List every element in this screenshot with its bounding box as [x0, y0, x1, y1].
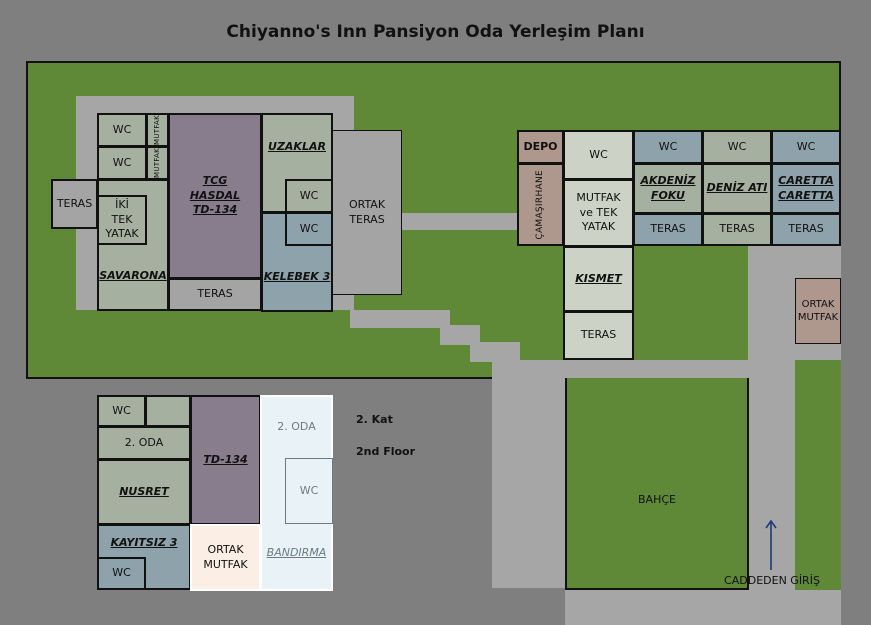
teras-caretta: TERAS: [771, 213, 841, 246]
bottom-walkway: [565, 590, 841, 625]
garden-label: BAHÇE: [638, 493, 676, 506]
room-deniz-ati: DENİZ ATI: [702, 163, 772, 214]
wc-deniz: WC: [702, 130, 772, 164]
walkway-diagonal-3: [470, 342, 520, 362]
plan-title: Chiyanno's Inn Pansiyon Oda Yerleşim Pla…: [226, 22, 645, 42]
garden-right-strip: [795, 360, 841, 590]
wc-bandirma: WC: [285, 458, 333, 524]
wc-kayitsiz: WC: [97, 557, 146, 590]
wc-caretta: WC: [771, 130, 841, 164]
room-caretta-caretta: CARETTA CARETTA: [771, 163, 841, 214]
mutfak-small-2: MUTFAK: [146, 146, 169, 180]
camasirhane: ÇAMAŞIRHANE: [517, 163, 564, 246]
floor-label-en: 2nd Floor: [356, 445, 416, 458]
teras-akdeniz: TERAS: [633, 213, 703, 246]
wc-akdeniz: WC: [633, 130, 703, 164]
iki-tek-yatak: İKİ TEK YATAK: [97, 195, 147, 245]
wc-uzaklar: WC: [285, 179, 333, 213]
room-nusret: NUSRET: [97, 459, 191, 525]
walkway-diagonal-2: [440, 325, 480, 345]
depo: DEPO: [517, 130, 564, 164]
teras-deniz: TERAS: [702, 213, 772, 246]
wc-kelebek: WC: [285, 212, 333, 246]
room-kismet: KISMET: [563, 246, 634, 312]
entrance-label: CADDEDEN GİRİŞ: [724, 574, 820, 587]
oda2-bandirma: 2. ODA: [277, 420, 316, 433]
teras-tcg: TERAS: [168, 278, 262, 311]
entrance-arrow-icon: [765, 519, 777, 570]
ortak-mutfak-right: ORTAK MUTFAK: [795, 278, 841, 344]
teras-left: TERAS: [51, 179, 98, 229]
walkway-connector: [400, 213, 518, 230]
room-td-134: TD-134: [190, 395, 261, 525]
room-wc-1: WC: [97, 113, 147, 147]
floor-label-tr: 2. Kat: [356, 413, 393, 426]
wc-nusret: WC: [97, 395, 146, 427]
walkway-diagonal-1: [350, 310, 450, 328]
room-tcg-hasdal: TCG HASDAL TD-134: [168, 113, 262, 279]
ortak-mutfak-bottom: ORTAK MUTFAK: [190, 524, 261, 591]
lower-walkway: [492, 378, 567, 588]
garden-bahce: [565, 378, 749, 590]
oda2-nusret: 2. ODA: [97, 426, 191, 460]
nusret-top-right: [145, 395, 191, 427]
wc-kismet: WC: [563, 130, 634, 180]
entrance-walkway: [749, 378, 795, 590]
room-wc-2: WC: [97, 146, 147, 180]
ortak-teras: ORTAK TERAS: [332, 130, 402, 295]
room-akdeniz-foku: AKDENİZ FOKU: [633, 163, 703, 214]
mutfak-ve-tek-yatak: MUTFAK ve TEK YATAK: [563, 179, 634, 247]
mutfak-small-1: MUTFAK: [146, 113, 169, 147]
teras-kismet: TERAS: [563, 311, 634, 360]
